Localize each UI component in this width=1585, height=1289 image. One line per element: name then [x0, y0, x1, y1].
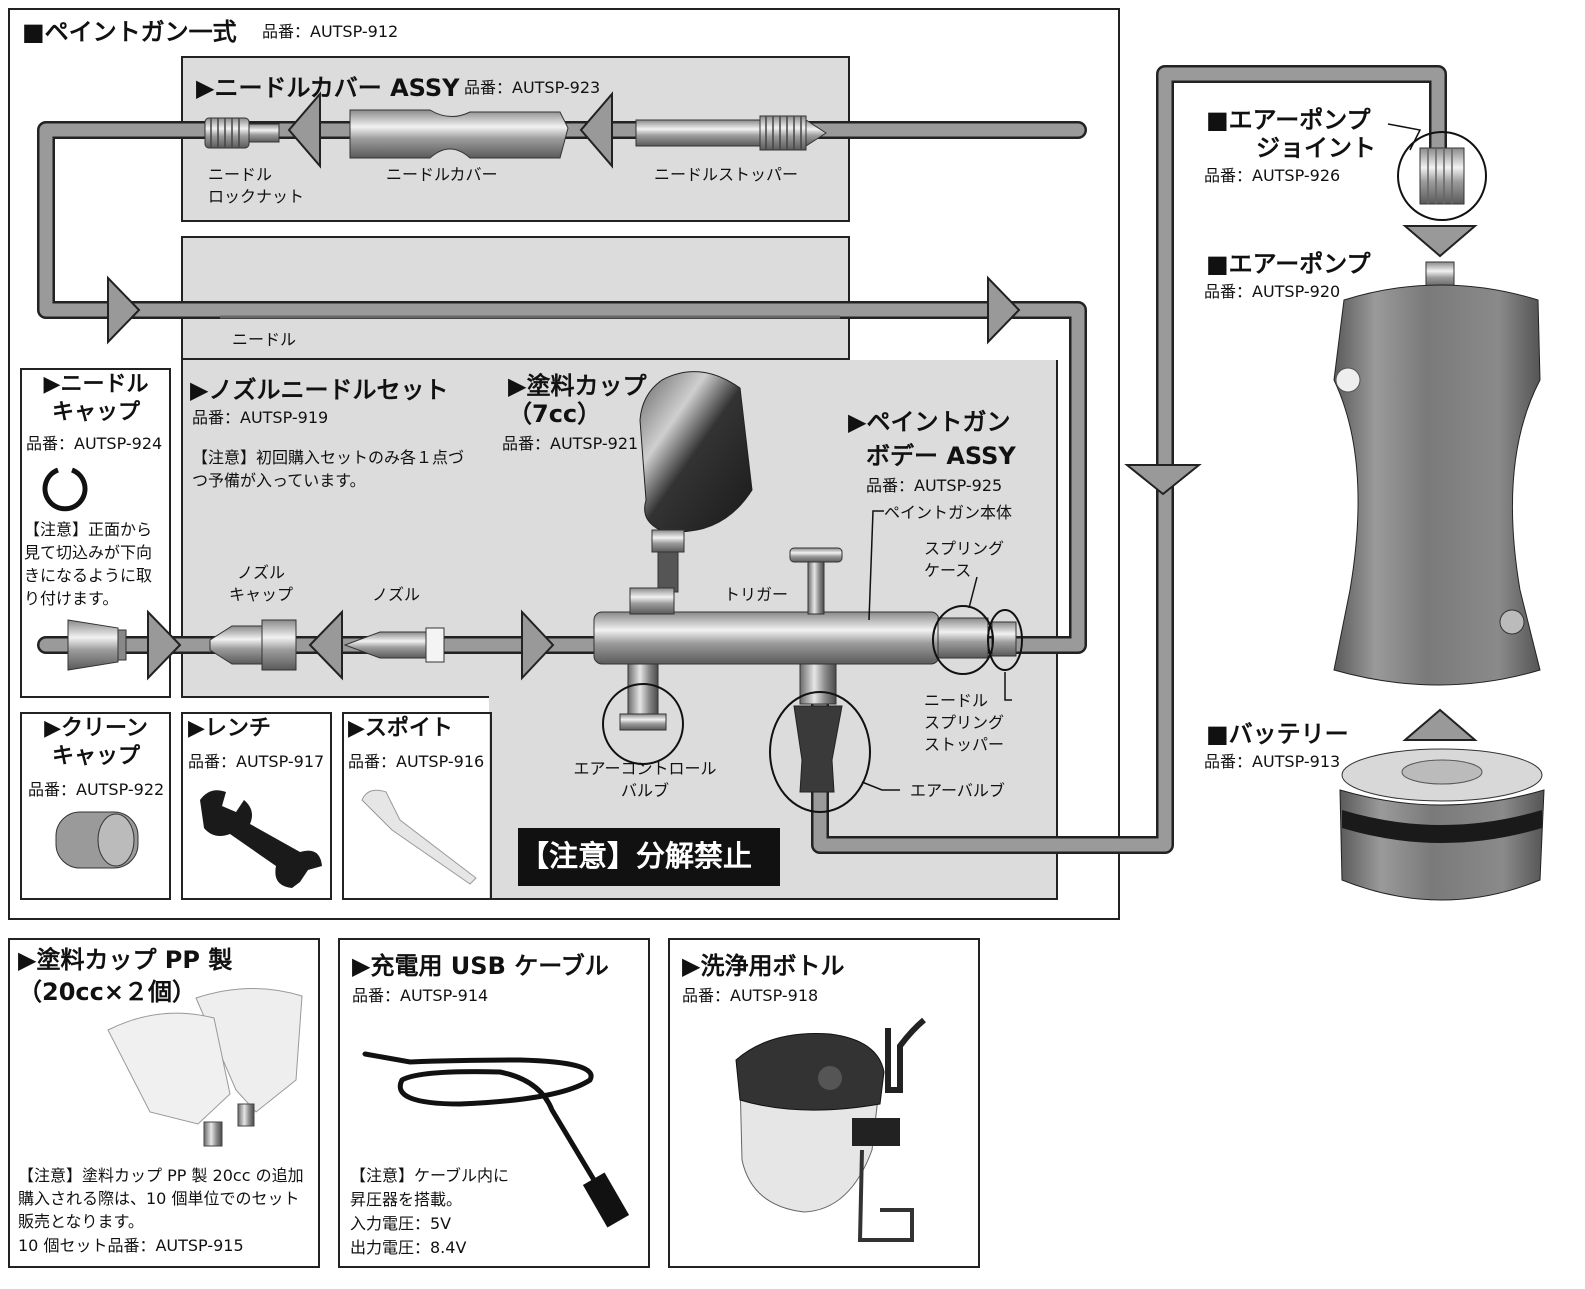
spring-case-label-2: ケース: [924, 561, 972, 580]
needle-spring-label-1: ニードル: [924, 691, 989, 710]
clean-cap-part-no: 品番：AUTSP-922: [28, 780, 165, 799]
wash-bottle-box: [668, 938, 980, 1268]
nozzle-cap-label-2: キャップ: [228, 585, 293, 604]
pump-joint-title-2: ジョイント: [1256, 134, 1376, 162]
callout-circles: [602, 131, 1487, 813]
nozzle-cap-illustration: [209, 619, 297, 671]
air-pump-part-no: 品番：AUTSP-920: [1204, 282, 1341, 301]
needle-cap-ring-icon: [42, 467, 88, 512]
needle-cover-illustration: [349, 109, 569, 159]
pp-cup-illustration: [107, 987, 303, 1147]
needle-cover-label: ニードルカバー: [386, 165, 498, 184]
air-valve-label: エアーバルブ: [910, 781, 1005, 800]
needle-cap-note: 【注意】正面から見て切込みが下向きになるように取り付けます。: [24, 520, 153, 608]
disassembly-warning: 【注意】分解禁止: [520, 839, 753, 873]
usb-cable-illustration: [362, 1051, 630, 1228]
pump-joint-part-no: 品番：AUTSP-926: [1204, 166, 1341, 185]
dropper-title: ▶スポイト: [348, 716, 453, 741]
needle-cap-part-no: 品番：AUTSP-924: [26, 434, 163, 453]
usb-cable-output-voltage: 出力電圧：8.4V: [350, 1238, 467, 1257]
paint-gun-set-part-no: 品番：AUTSP-912: [262, 22, 399, 41]
needle-panel: [181, 236, 850, 360]
gun-body-part-no: 品番：AUTSP-925: [866, 476, 1003, 495]
pp-cup-box: [8, 938, 320, 1268]
paint-gun-set-frame: [8, 8, 1120, 920]
wrench-illustration: [200, 790, 322, 888]
battery-part-no: 品番：AUTSP-913: [1204, 752, 1341, 771]
leader-lines: [861, 123, 1422, 791]
lock-nut-label-2: ロックナット: [208, 187, 305, 206]
needle-label: ニードル: [232, 330, 297, 349]
usb-cable-note-1: 【注意】ケーブル内に: [350, 1166, 510, 1185]
dropper-illustration: [361, 789, 477, 885]
needle-cover-assy-part-no: 品番：AUTSP-923: [464, 78, 601, 97]
needle-spring-label-2: スプリング: [924, 713, 1005, 732]
nozzle-needle-set-title: ▶ノズルニードルセット: [190, 376, 449, 404]
air-pump-illustration: [1333, 261, 1541, 686]
needle-cap-title-1: ▶ニードル: [43, 372, 149, 397]
nozzle-needle-set-note: 【注意】初回購入セットのみ各１点づつ予備が入っています。: [192, 448, 465, 490]
paint-cup-title-1: ▶塗料カップ: [508, 372, 647, 400]
gun-body-label: ペイントガン本体: [884, 503, 1013, 522]
clean-cap-illustration: [55, 811, 139, 869]
battery-title: ■バッテリー: [1206, 720, 1349, 748]
needle-cover-assy-title: ▶ニードルカバー ASSY: [196, 74, 460, 102]
usb-cable-note-2: 昇圧器を搭載。: [350, 1190, 463, 1209]
wrench-box: [181, 712, 332, 900]
spring-case-label-1: スプリング: [924, 539, 1005, 558]
clean-cap-title-1: ▶クリーン: [44, 716, 148, 741]
usb-cable-input-voltage: 入力電圧：5V: [350, 1214, 452, 1233]
warning-badge-bg: [518, 828, 780, 886]
usb-cable-title: ▶充電用 USB ケーブル: [352, 952, 609, 980]
air-control-label-2: バルブ: [620, 781, 669, 800]
wrench-title: ▶レンチ: [188, 716, 271, 741]
nozzle-needle-set-part-no: 品番：AUTSP-919: [192, 408, 329, 427]
air-control-label-1: エアーコントロール: [573, 759, 717, 778]
needle-cap-box: [20, 368, 171, 698]
wash-bottle-part-no: 品番：AUTSP-918: [682, 986, 819, 1005]
paint-cup-title-2: （7cc）: [508, 400, 602, 428]
needle-spring-label-3: ストッパー: [924, 735, 1005, 754]
nozzle-cap-label-1: ノズル: [236, 563, 285, 582]
gun-body-title-1: ▶ペイントガン: [848, 408, 1011, 436]
battery-illustration: [1339, 748, 1545, 901]
gun-body-panel-notch: [489, 360, 490, 361]
gun-body-illustration: [593, 547, 1017, 793]
pp-cup-title-1: ▶塗料カップ PP 製: [18, 946, 233, 974]
wash-bottle-illustration: [735, 1017, 926, 1242]
paint-cup-illustration: [639, 371, 753, 593]
flow-arrows: [107, 91, 1478, 741]
wrench-part-no: 品番：AUTSP-917: [188, 752, 325, 771]
paint-cup-part-no: 品番：AUTSP-921: [502, 434, 639, 453]
trigger-label: トリガー: [724, 585, 789, 604]
wash-bottle-title: ▶洗浄用ボトル: [682, 952, 845, 980]
needle-lock-nut-illustration: [204, 117, 280, 149]
air-pump-title: ■エアーポンプ: [1206, 250, 1371, 278]
dropper-part-no: 品番：AUTSP-916: [348, 752, 485, 771]
pump-joint-title-1: ■エアーポンプ: [1206, 106, 1371, 134]
dropper-box: [342, 712, 492, 900]
paint-gun-set-title: ■ペイントガン一式: [22, 18, 237, 46]
pp-cup-title-2: （20cc×２個）: [18, 978, 196, 1006]
nozzle-label: ノズル: [372, 585, 421, 604]
needle-stopper-label: ニードルストッパー: [654, 165, 799, 184]
usb-cable-part-no: 品番：AUTSP-914: [352, 986, 489, 1005]
needle-cap-part-illustration: [67, 619, 127, 671]
pp-cup-set-part-no: 10 個セット品番：AUTSP-915: [18, 1236, 244, 1255]
clean-cap-box: [20, 712, 171, 900]
air-pump-joint-illustration: [1419, 147, 1465, 205]
nozzle-illustration: [343, 627, 445, 663]
clean-cap-title-2: キャップ: [51, 744, 140, 769]
lock-nut-label-1: ニードル: [208, 165, 273, 184]
usb-cable-box: [338, 938, 650, 1268]
needle-stopper-illustration: [635, 115, 827, 151]
gun-body-title-2: ボデー ASSY: [866, 442, 1016, 470]
pp-cup-note: 【注意】塗料カップ PP 製 20cc の追加購入される際は、10 個単位でのセ…: [18, 1166, 304, 1231]
needle-cap-title-2: キャップ: [51, 400, 140, 425]
